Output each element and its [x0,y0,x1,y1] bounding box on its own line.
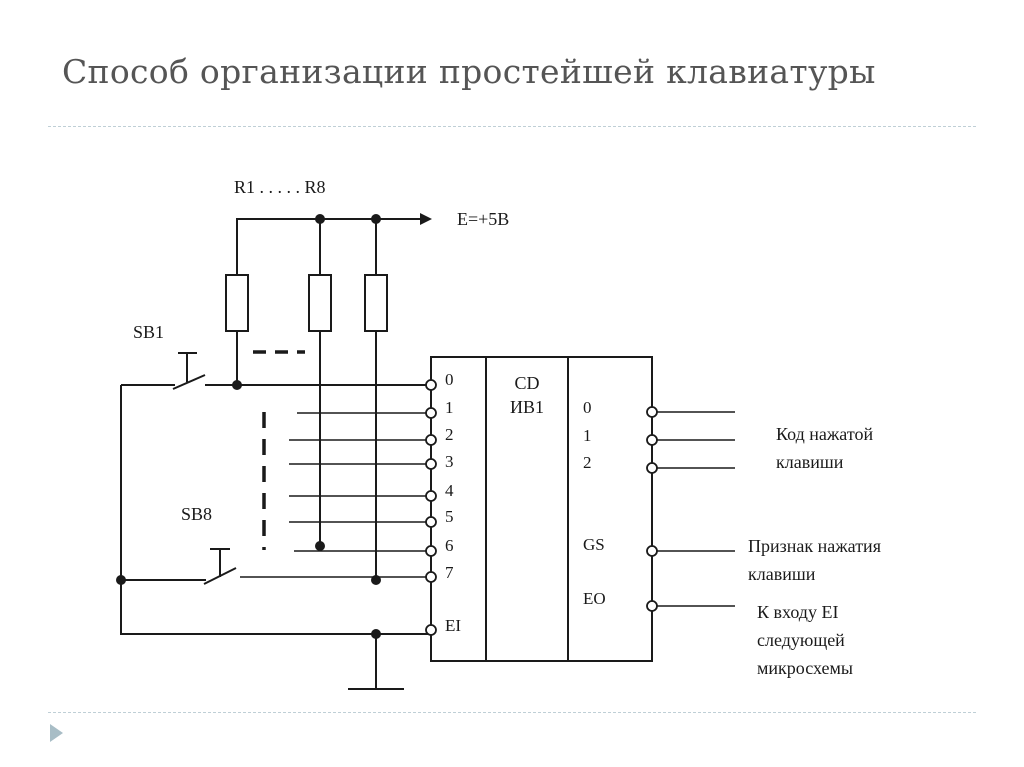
supply-label: E=+5В [457,209,509,229]
title-divider [48,126,976,127]
gs-label-line1: Признак нажатия [748,536,881,556]
footer-divider [48,712,976,713]
input-pins [425,379,437,636]
output-pin-label: 2 [583,453,592,472]
input-pin-label: 4 [445,481,454,500]
slide-title: Способ организации простейшей клавиатуры [62,52,876,91]
switch-sb1-label: SB1 [133,322,164,342]
resistor-r8 [364,219,388,332]
input-pin-label: 2 [445,425,454,444]
encoder-chip [430,356,653,662]
output-pins [646,406,735,612]
code-label-line2: клавиши [776,452,844,472]
input-pin-label: 7 [445,563,454,582]
eo-label-line2: следующей [757,630,845,650]
output-pin-label: EO [583,589,606,608]
input-pin-label: EI [445,616,461,635]
code-label-line1: Код нажатой [776,424,873,444]
input-pin-label: 0 [445,370,454,389]
switch-sb8 [121,548,237,585]
gs-label-line2: клавиши [748,564,816,584]
switch-sb8-label: SB8 [181,504,212,524]
resistor-r7 [308,219,332,332]
chip-name-line1: CD [514,373,539,393]
output-pin-label: 0 [583,398,592,417]
output-pin-label: GS [583,535,605,554]
supply-rail [236,213,432,275]
input-pin-label: 3 [445,452,454,471]
chip-name-line2: ИВ1 [510,397,544,417]
input-pin-label: 1 [445,398,454,417]
eo-label-line3: микросхемы [757,658,853,678]
switch-sb1 [121,352,237,390]
input-pin-label: 5 [445,507,454,526]
eo-label-line1: К входу EI [757,602,838,622]
supply-arrow-icon [420,213,432,225]
resistors-label: R1 . . . . . R8 [234,177,326,197]
output-pin-label: 1 [583,426,592,445]
resistor-r1 [225,274,249,332]
slide-nav-arrow-icon [50,724,63,742]
input-pin-label: 6 [445,536,454,555]
